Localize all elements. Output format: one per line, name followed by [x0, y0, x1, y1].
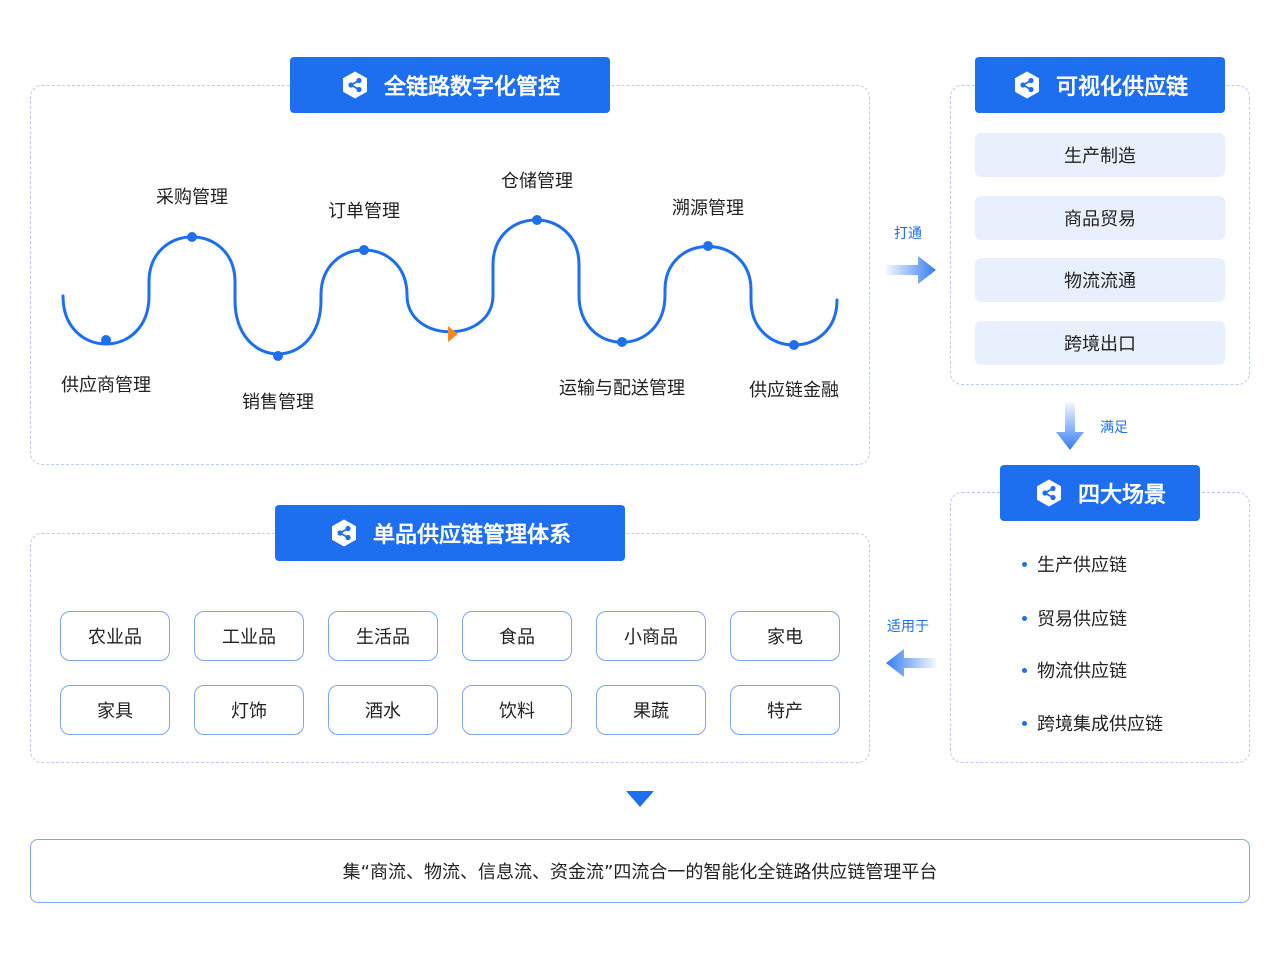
- chain-node-dot: [187, 232, 197, 242]
- chain-node-label: 仓储管理: [501, 171, 573, 192]
- scene-item: 物流供应链: [1022, 657, 1127, 683]
- chain-node-label: 溯源管理: [672, 198, 744, 219]
- category-item: 酒水: [328, 685, 438, 735]
- bullet-dot-icon: [1022, 667, 1027, 673]
- category-item: 饮料: [462, 685, 572, 735]
- category-item: 果蔬: [596, 685, 706, 735]
- scene-item-label: 物流供应链: [1037, 661, 1127, 682]
- chain-node-dot: [101, 335, 111, 345]
- visual-item: 跨境出口: [975, 321, 1225, 365]
- chain-node-label: 订单管理: [328, 201, 400, 222]
- visual-title-badge: 可视化供应链: [975, 57, 1225, 113]
- arrow-right-icon: [886, 256, 936, 284]
- chain-node-dot: [273, 351, 283, 361]
- scene-item-label: 跨境集成供应链: [1037, 714, 1163, 735]
- category-item: 灯饰: [194, 685, 304, 735]
- scene-item: 生产供应链: [1022, 551, 1127, 577]
- hex-logo-icon: [1034, 478, 1064, 508]
- chain-title-badge: 全链路数字化管控: [290, 57, 610, 113]
- hex-logo-icon: [1012, 70, 1042, 100]
- chain-node-dot: [703, 241, 713, 251]
- summary-box: 集“商流、物流、信息流、资金流”四流合一的智能化全链路供应链管理平台: [30, 839, 1250, 903]
- arrow-down-icon: [1056, 402, 1084, 450]
- chain-node-label: 采购管理: [156, 187, 228, 208]
- chain-node-label: 销售管理: [242, 392, 314, 413]
- summary-text: 集“商流、物流、信息流、资金流”四流合一的智能化全链路供应链管理平台: [342, 862, 938, 883]
- category-item: 农业品: [60, 611, 170, 661]
- flow-connect-label: 打通: [894, 226, 922, 242]
- category-item: 家电: [730, 611, 840, 661]
- flow-direction-marker: [448, 326, 458, 342]
- visual-item: 商品贸易: [975, 196, 1225, 240]
- bullet-dot-icon: [1022, 615, 1027, 621]
- triangle-down-icon: [626, 791, 654, 807]
- chain-node-label: 供应链金融: [749, 380, 839, 401]
- category-item: 家具: [60, 685, 170, 735]
- single-title: 单品供应链管理体系: [372, 523, 571, 548]
- category-item: 特产: [730, 685, 840, 735]
- visual-title: 可视化供应链: [1055, 75, 1188, 100]
- scenes-title-badge: 四大场景: [1000, 465, 1200, 521]
- chain-node-dot: [789, 340, 799, 350]
- category-item: 小商品: [596, 611, 706, 661]
- scene-item: 贸易供应链: [1022, 605, 1127, 631]
- scene-item: 跨境集成供应链: [1022, 710, 1163, 736]
- chain-node-dot: [532, 215, 542, 225]
- flow-apply-label: 适用于: [887, 619, 929, 635]
- visual-item: 生产制造: [975, 133, 1225, 177]
- chain-node-dot: [359, 245, 369, 255]
- category-item: 工业品: [194, 611, 304, 661]
- flow-satisfy-label: 满足: [1100, 420, 1128, 436]
- visual-item: 物流流通: [975, 258, 1225, 302]
- scene-item-label: 生产供应链: [1037, 555, 1127, 576]
- bullet-dot-icon: [1022, 720, 1027, 726]
- chain-node-dot: [617, 337, 627, 347]
- chain-node-label: 运输与配送管理: [559, 378, 685, 399]
- category-item: 生活品: [328, 611, 438, 661]
- chain-title: 全链路数字化管控: [383, 75, 560, 100]
- bullet-dot-icon: [1022, 561, 1027, 567]
- scenes-title: 四大场景: [1077, 483, 1166, 508]
- single-title-badge: 单品供应链管理体系: [275, 505, 625, 561]
- chain-node-label: 供应商管理: [61, 375, 151, 396]
- scene-item-label: 贸易供应链: [1037, 609, 1127, 630]
- category-item: 食品: [462, 611, 572, 661]
- hex-logo-icon: [329, 518, 359, 548]
- arrow-left-icon: [886, 649, 936, 677]
